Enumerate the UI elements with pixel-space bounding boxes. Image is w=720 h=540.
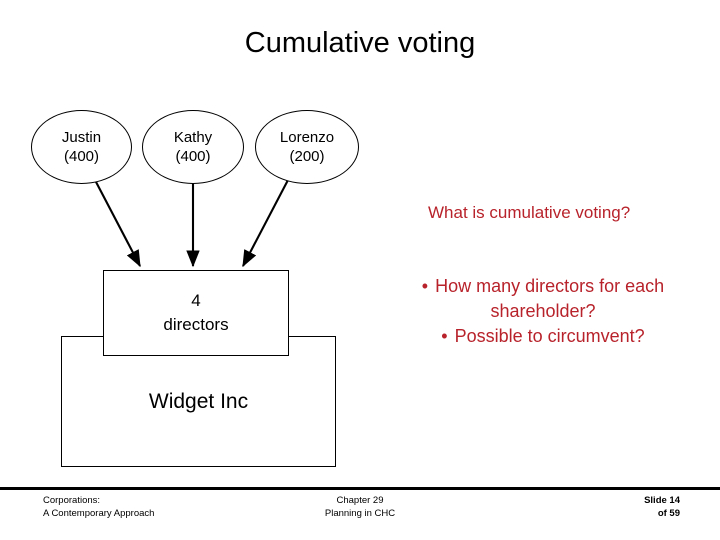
note-bullet-item: • How many directors for each shareholder… <box>412 274 674 324</box>
company-box-label: Widget Inc <box>148 390 249 413</box>
bullet-icon: • <box>441 326 448 346</box>
shareholder-share-count: (400) <box>175 148 211 165</box>
shareholder-node-justin: Justin (400) <box>31 110 132 184</box>
slide-title: Cumulative voting <box>244 27 476 59</box>
bullet-icon: • <box>421 276 429 296</box>
footer-book-title: Corporations: A Contemporary Approach <box>43 494 154 520</box>
footer-chapter: Chapter 29 Planning in CHC <box>250 494 470 520</box>
directors-count: 4 <box>191 291 201 310</box>
shareholder-node-kathy: Kathy (400) <box>142 110 244 184</box>
directors-label: directors <box>163 315 229 334</box>
directors-box: 4 directors <box>103 270 289 356</box>
footer-slide-current: Slide 14 <box>644 495 680 506</box>
footer-book-line2: A Contemporary Approach <box>43 508 155 519</box>
note-bullet-list: • How many directors for each shareholder… <box>412 274 674 349</box>
arrow-lorenzo-to-directors <box>242 179 289 268</box>
footer-book-line1: Corporations: <box>43 495 101 506</box>
shareholder-name: Kathy <box>173 129 213 146</box>
shareholder-name: Lorenzo <box>279 129 335 146</box>
note-bullet-text: How many directors for each shareholder? <box>435 276 665 321</box>
footer-slide-number: Slide 14 of 59 <box>540 494 680 520</box>
shareholder-name: Justin <box>61 129 102 146</box>
company-box <box>61 336 336 467</box>
shareholder-share-count: (200) <box>289 148 325 165</box>
shareholder-share-count: (400) <box>63 148 100 165</box>
note-heading: What is cumulative voting? <box>428 203 631 222</box>
footer-chapter-topic: Planning in CHC <box>324 508 396 519</box>
footer-slide-total: of 59 <box>657 508 680 519</box>
footer-divider <box>0 487 720 490</box>
shareholder-node-lorenzo: Lorenzo (200) <box>255 110 359 184</box>
arrow-justin-to-directors <box>94 179 141 268</box>
footer-chapter-number: Chapter 29 <box>336 495 384 506</box>
note-bullet-text: Possible to circumvent? <box>454 326 645 346</box>
note-bullet-item: • Possible to circumvent? <box>412 324 674 349</box>
